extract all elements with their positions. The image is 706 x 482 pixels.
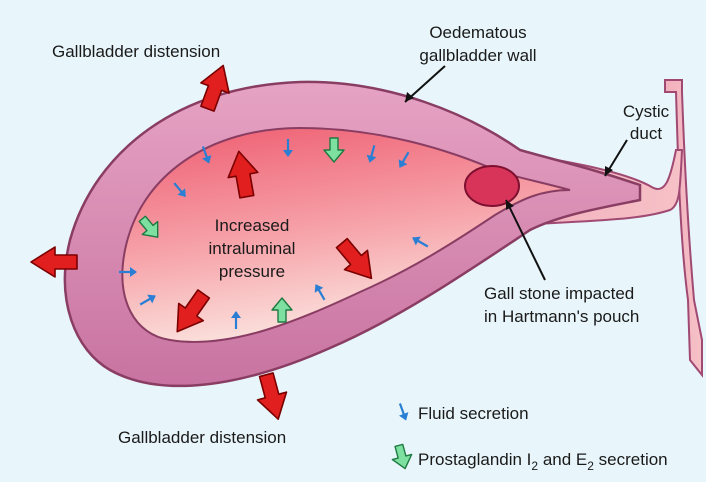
label-wall-1: Oedematous (429, 23, 526, 42)
label-stone-2: in Hartmann's pouch (484, 307, 639, 326)
label-pressure-3: pressure (219, 262, 285, 281)
label-distension-top: Gallbladder distension (52, 42, 220, 61)
distension-arrow-bottom (252, 371, 293, 423)
label-cystic-1: Cystic (623, 102, 670, 121)
legend-prostaglandin-icon (389, 443, 415, 471)
legend-fluid-icon (395, 402, 411, 422)
label-distension-bottom: Gallbladder distension (118, 428, 286, 447)
label-wall-2: gallbladder wall (419, 46, 536, 65)
gall-stone (465, 166, 519, 206)
legend-fluid-label: Fluid secretion (418, 404, 529, 423)
label-pressure-2: intraluminal (209, 239, 296, 258)
label-cystic-2: duct (630, 124, 662, 143)
common-bile-duct (665, 80, 702, 375)
label-pressure-1: Increased (215, 216, 290, 235)
label-stone-1: Gall stone impacted (484, 284, 634, 303)
legend-prostaglandin-label: Prostaglandin I2 and E2 secretion (418, 450, 668, 473)
